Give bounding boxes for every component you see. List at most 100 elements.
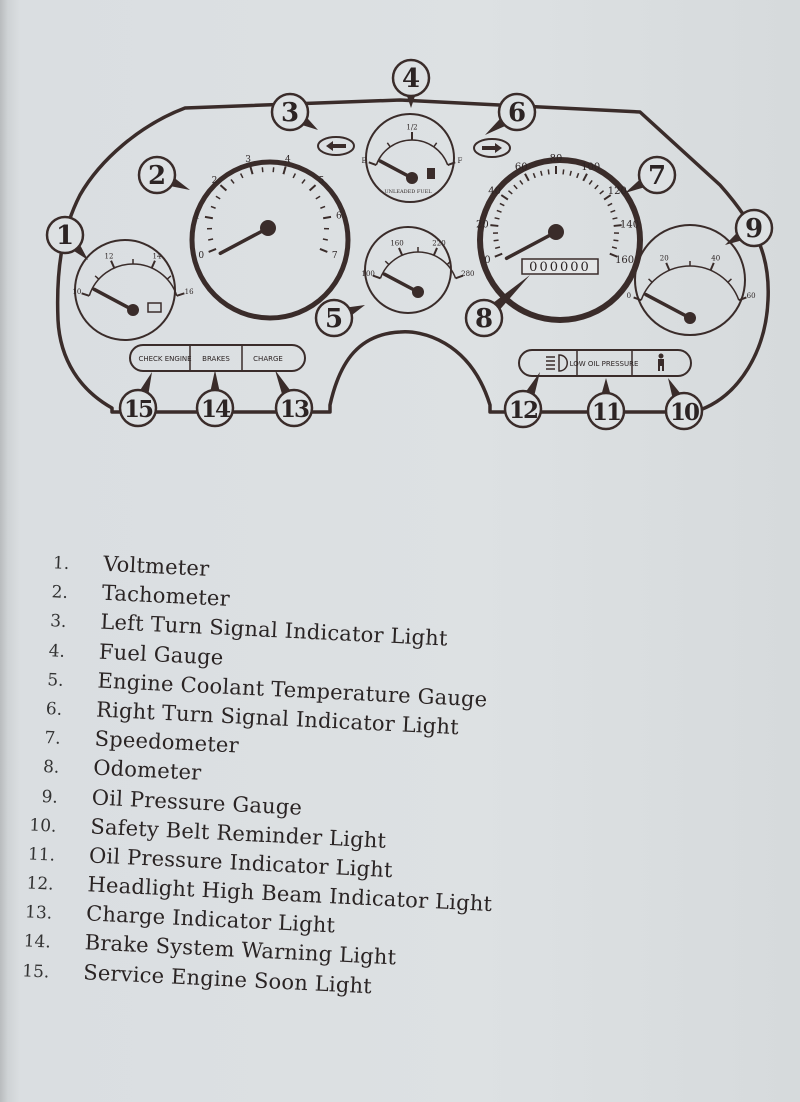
tick-mark [499, 202, 505, 207]
callout-number: 15 [124, 396, 153, 423]
tick-mark [282, 166, 287, 175]
tick-mark [322, 215, 332, 220]
brakes-lamp: BRAKES [202, 355, 230, 363]
legend-number: 7. [44, 728, 62, 749]
legend-number: 14. [23, 931, 52, 954]
tick-mark [665, 262, 671, 271]
needle [382, 272, 420, 294]
legend-number: 12. [26, 873, 55, 895]
callout-number: 4 [402, 64, 420, 94]
tick-mark [582, 173, 588, 182]
low-oil-pressure-lamp: LOW OIL PRESSURE [570, 360, 639, 368]
tick-mark [611, 246, 618, 250]
callout-15: 15 [118, 372, 158, 428]
legend-text: Tachometer [101, 580, 231, 612]
right-warning-lamps: LOW OIL PRESSURE [518, 349, 692, 377]
tick-mark [562, 169, 565, 175]
tick-mark [176, 292, 185, 297]
odometer-value: 000000 [529, 260, 591, 275]
scale-label: 60 [515, 162, 528, 173]
tick-mark [455, 274, 464, 280]
needle [218, 226, 270, 256]
fuel-gauge-bezel [365, 113, 455, 203]
tick-mark [609, 252, 618, 258]
callout-number: 14 [201, 396, 231, 423]
needle [92, 287, 135, 312]
tick-mark [447, 161, 456, 166]
tick-mark [110, 260, 116, 269]
needle-hub [412, 286, 424, 298]
scale-label: 2 [212, 176, 218, 186]
scale-label: 0 [484, 255, 490, 266]
scale-label: 280 [461, 270, 474, 278]
callout-number: 7 [648, 161, 666, 191]
tick-mark [230, 179, 235, 184]
tick-mark [576, 172, 580, 179]
tick-mark [648, 278, 653, 283]
callout-10: 10 [664, 378, 704, 431]
tick-mark [613, 224, 622, 227]
callout-pointer [491, 275, 530, 312]
tick-mark [494, 246, 501, 250]
scale-label: 1/2 [406, 123, 417, 131]
callout-3: 3 [270, 92, 318, 132]
right-turn-signal [473, 138, 511, 158]
legend-number: 8. [42, 757, 60, 779]
legend-number: 15. [21, 960, 50, 983]
legend-number: 1. [52, 553, 70, 575]
charge-lamp: CHARGE [253, 355, 283, 363]
scale-label: 1 [194, 211, 200, 221]
tick-mark [588, 179, 593, 185]
scale-label: 0 [627, 292, 631, 300]
callout-5: 5 [314, 298, 365, 338]
scale-label: 120 [608, 186, 627, 197]
scale-label: 14 [153, 252, 162, 260]
tick-mark [386, 142, 391, 148]
tick-mark [398, 247, 404, 256]
legend-text: Voltmeter [102, 551, 210, 581]
tick-mark [519, 179, 524, 185]
callout-4: 4 [391, 58, 431, 108]
legend-number: 10. [28, 815, 57, 837]
callout-11: 11 [586, 378, 626, 431]
tick-mark [513, 184, 518, 190]
tick-mark [249, 166, 254, 175]
tick-mark [607, 202, 613, 207]
callout-pointer [210, 370, 220, 393]
scale-label: 0 [198, 251, 204, 261]
tick-mark [507, 190, 513, 195]
high-beam-icon [546, 354, 568, 372]
tick-mark [315, 195, 321, 200]
legend-number: 4. [48, 640, 66, 662]
tick-mark [94, 275, 100, 280]
callout-pointer [601, 378, 611, 396]
needle [504, 230, 558, 261]
odometer [521, 258, 599, 275]
needle-hub [548, 224, 564, 240]
tick-mark [496, 209, 502, 213]
needle-hub [684, 312, 696, 324]
callout-8: 8 [464, 275, 530, 338]
scale-label: 140 [620, 220, 639, 231]
tick-mark [432, 247, 438, 256]
scale-label: 20 [660, 255, 669, 263]
tick-mark [524, 173, 530, 182]
tick-mark [540, 170, 543, 176]
seat-belt-icon [658, 353, 664, 371]
callout-number: 6 [508, 98, 526, 128]
tick-mark [219, 184, 228, 192]
tick-mark [532, 172, 536, 179]
scale-label: F [457, 157, 462, 165]
scale-label: 12 [105, 252, 114, 260]
legend-number: 9. [41, 786, 59, 808]
scale-arc [88, 263, 178, 297]
scale-label: 160 [615, 255, 634, 266]
callout-number: 10 [670, 399, 699, 426]
tick-mark [727, 278, 732, 283]
tick-mark [594, 184, 599, 190]
left-warning-lamps: CHECK ENGINE BRAKES CHARGE [129, 344, 306, 372]
